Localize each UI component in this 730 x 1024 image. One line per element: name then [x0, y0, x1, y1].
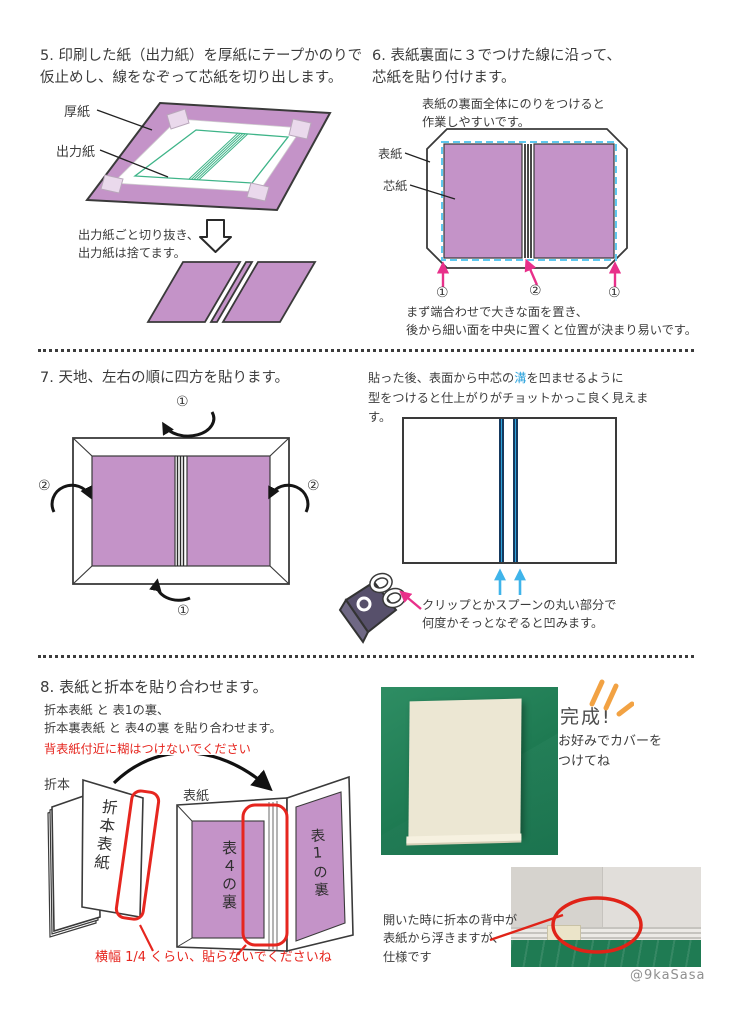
step7-marker-right: ② — [307, 478, 320, 494]
photo-cover-right — [602, 867, 701, 931]
core-right — [186, 455, 271, 567]
step8-diagram — [47, 755, 354, 956]
step8-warning: 背表紙付近に糊はつけないでください — [44, 742, 251, 756]
arrow-down-icon — [199, 219, 232, 253]
core-label: 芯紙 — [383, 179, 408, 193]
photo-cutting-mat — [511, 940, 701, 967]
crease-line-left — [499, 419, 504, 562]
tape-corner-icons — [100, 108, 312, 202]
step7-marker-top: ① — [176, 394, 189, 410]
step6-marker-right: ① — [608, 285, 621, 301]
done-label: 完成! — [560, 706, 612, 728]
spine-photo-note: 開いた時に折本の背中が 表紙から浮きますが、 仕様です — [383, 913, 518, 964]
attach-arrow — [112, 755, 273, 792]
crease-line-right — [513, 419, 518, 562]
core-left — [91, 455, 176, 567]
step7-note-pre: 貼った後、表面から中芯の — [368, 371, 515, 385]
step7-marker-bottom: ① — [177, 603, 190, 619]
red-connector-lines — [139, 924, 247, 956]
cover-fold-lines — [176, 804, 193, 948]
separator-2 — [38, 655, 694, 658]
finished-book-photo — [381, 687, 558, 855]
core-left — [443, 143, 523, 259]
credit: @9kaSasa — [630, 968, 706, 983]
orihon-label: 折本 — [44, 778, 71, 793]
step7-note-groove: 溝 — [514, 371, 527, 385]
step7-diagram — [50, 411, 310, 602]
panel-right-shape — [295, 791, 346, 942]
printed-center-band — [188, 132, 249, 181]
pink-pointer-arrow — [399, 590, 422, 610]
step6-marker-left: ① — [436, 285, 449, 301]
step5-caption: 出力紙ごと切り抜き、 出力紙は捨てます。 — [78, 228, 200, 261]
core-right — [533, 143, 615, 259]
step8-title: 8. 表紙と折本を貼り合わせます。 — [40, 678, 268, 696]
step7-note: 貼った後、表面から中芯の溝を凹ませるように 型をつけると仕上がりがチョットかっこ… — [368, 369, 668, 428]
step5-title: 5. 印刷した紙（出力紙）を厚紙にテープかのりで 仮止めし、線をなぞって芯紙を切… — [40, 48, 363, 86]
red-pointer-line — [489, 913, 564, 942]
step6-marker-center: ② — [529, 283, 542, 299]
pink-arrow-icons — [436, 258, 622, 287]
spine-strips — [176, 456, 185, 566]
burst-icon — [589, 679, 634, 717]
clip-caption: クリップとかスプーンの丸い部分で 何度かそっとなぞると凹みます。 — [422, 598, 617, 631]
spine-groove-lines — [268, 801, 278, 950]
book-page-edges — [406, 833, 522, 844]
step6-note: 表紙の裏面全体にのりをつけると 作業しやすいです。 — [422, 97, 605, 130]
step6-diagram — [404, 128, 628, 287]
no-glue-highlight-right — [241, 803, 289, 947]
cut-core-pieces — [146, 261, 317, 323]
hardboard-label: 厚紙 — [64, 105, 91, 120]
step7-marker-left: ② — [38, 478, 51, 494]
core-pointer-line — [409, 184, 456, 200]
fold-arrow-icons — [50, 411, 310, 602]
cover-label: 表紙 — [378, 147, 403, 161]
hyoshi-label: 表紙 — [183, 789, 210, 804]
no-glue-highlight-left — [114, 789, 161, 921]
cover-pointer-line — [404, 152, 431, 163]
result-note: お好みでカバーを つけてね — [558, 734, 663, 769]
panel-left-shape — [191, 820, 265, 939]
step5-diagram — [85, 101, 332, 323]
step6-caption: まず端合わせで大きな面を置き、 後から細い面を中央に置くと位置が決まり易いです。 — [406, 305, 697, 338]
finished-book — [406, 698, 522, 844]
separator-1 — [38, 349, 694, 352]
spine-strips — [524, 144, 532, 258]
spine-highlight-ellipse — [551, 896, 643, 954]
spine-photo — [511, 867, 701, 967]
binder-clip-icon — [338, 572, 406, 644]
step8-sub: 折本表紙 と 表1の裏、 折本裏表紙 と 表4の裏 を貼り合わせます。 — [44, 703, 282, 736]
step6-title: 6. 表紙裏面に３でつけた線に沿って、 芯紙を貼り付けます。 — [372, 48, 621, 86]
panel-left-label: 表４の裏 — [220, 840, 238, 912]
output-paper-label: 出力紙 — [56, 145, 96, 160]
step7-title: 7. 天地、左右の順に四方を貼ります。 — [40, 370, 289, 386]
step8-caption: 横幅 1/4 くらい、貼らないでくださいね — [95, 950, 332, 965]
step7-note-post: を凹ませるように — [526, 371, 624, 385]
output-pointer-line — [99, 149, 169, 178]
blue-arrow-icons — [494, 568, 526, 595]
hardboard-pointer-line — [96, 109, 153, 131]
step7-note-line2: 型をつけると仕上がりがチョットかっこ良く見えます。 — [368, 390, 649, 425]
crease-diagram — [402, 417, 617, 564]
crease-up-arrows — [494, 568, 526, 595]
